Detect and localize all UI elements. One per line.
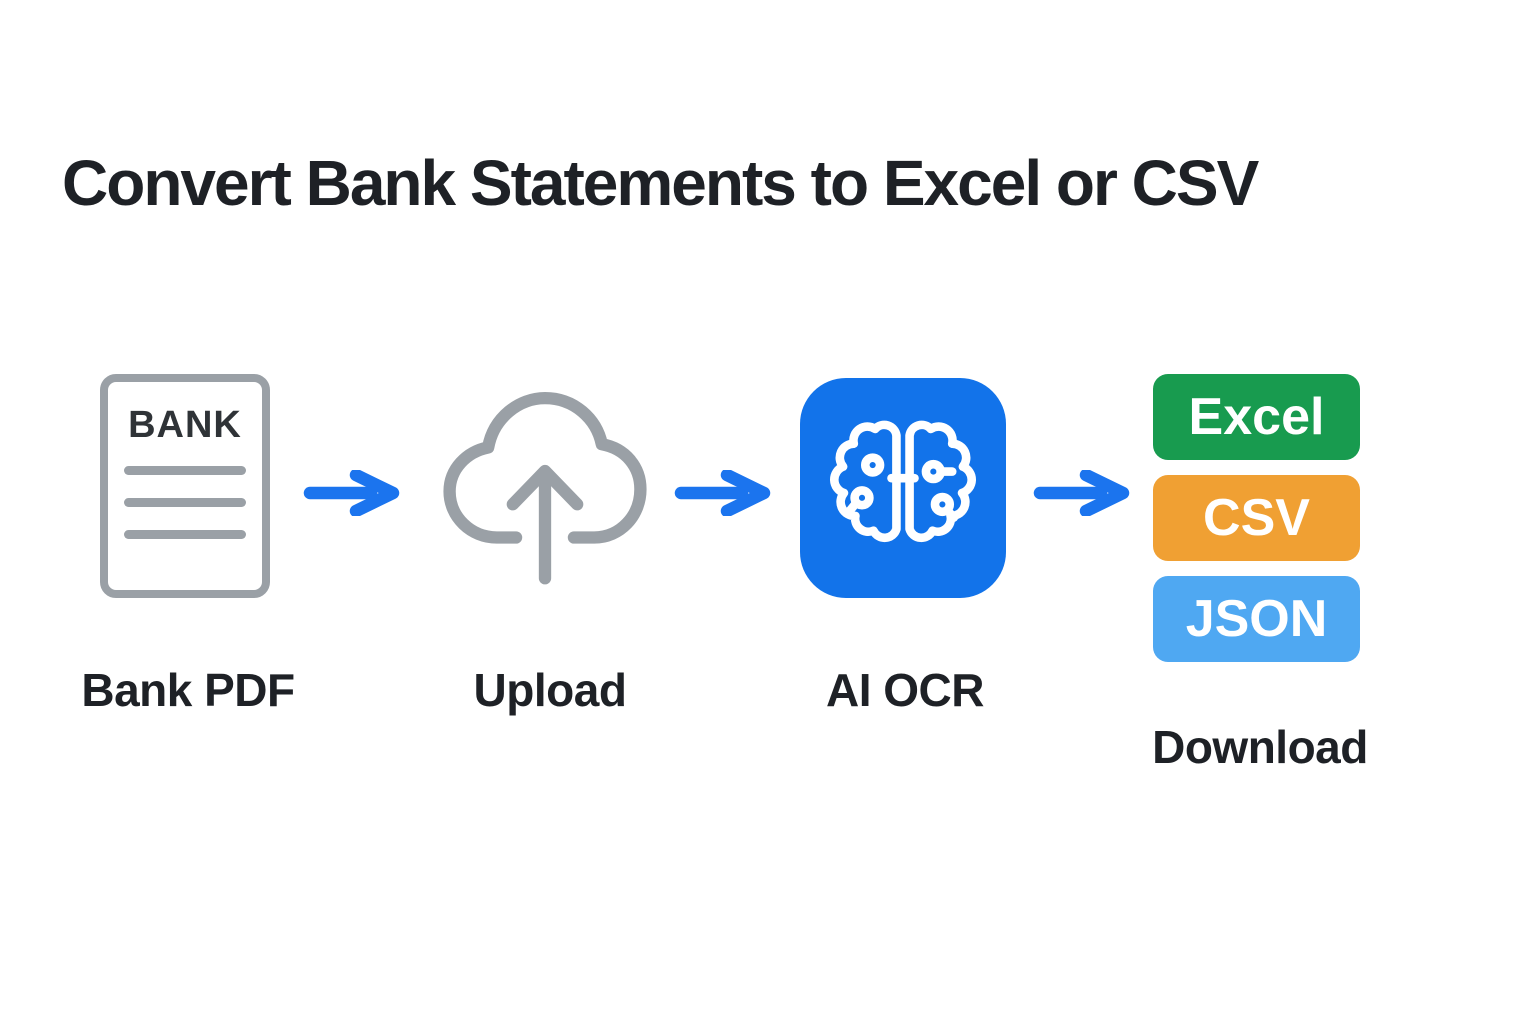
cloud-upload-icon	[443, 391, 647, 585]
format-badges: Excel CSV JSON	[1153, 374, 1360, 662]
bank-document-label: BANK	[128, 404, 242, 446]
json-badge: JSON	[1153, 576, 1360, 662]
page-title: Convert Bank Statements to Excel or CSV	[62, 147, 1259, 219]
step-label-ai-ocr: AI OCR	[826, 664, 985, 716]
arrow-right-icon	[674, 470, 771, 516]
brain-icon	[800, 378, 1006, 598]
text-line	[124, 530, 246, 539]
step-label-bank-pdf: Bank PDF	[81, 664, 295, 716]
bank-document-icon: BANK	[100, 374, 270, 598]
brain-glyph	[830, 420, 976, 543]
text-line	[124, 498, 246, 507]
step-label-download: Download	[1152, 721, 1368, 773]
document-text-lines	[108, 466, 262, 539]
csv-badge: CSV	[1153, 475, 1360, 561]
arrow-right-icon	[1033, 470, 1130, 516]
arrow-right-icon	[303, 470, 400, 516]
text-line	[124, 466, 246, 475]
step-label-upload: Upload	[473, 664, 627, 716]
excel-badge: Excel	[1153, 374, 1360, 460]
